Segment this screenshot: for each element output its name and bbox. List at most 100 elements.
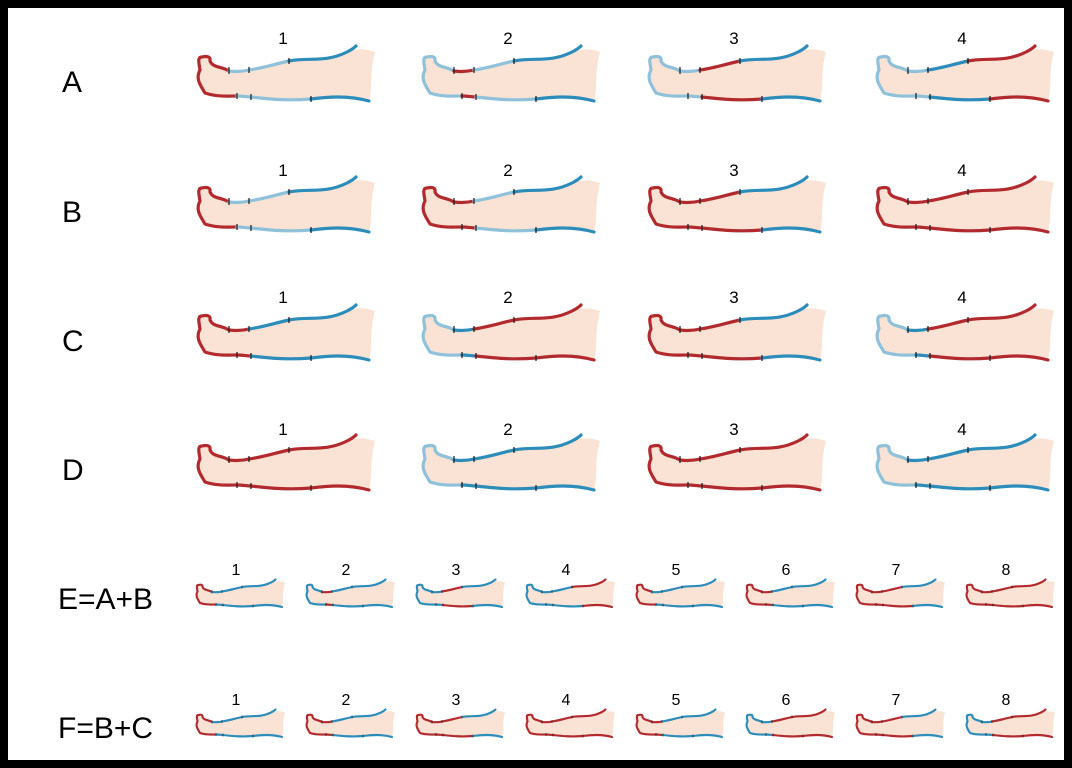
leg-skin: [856, 581, 945, 607]
leg-segment-upper_calf: [570, 578, 607, 589]
leg-segment-ankle: [870, 590, 884, 594]
leg-number: 5: [672, 562, 681, 579]
leg-segment-foot: [525, 583, 548, 606]
leg-segment-upper_calf: [309, 226, 371, 234]
leg-segment-lower_calf: [661, 733, 695, 738]
leg-segment-lower_calf: [220, 585, 244, 593]
leg-segment-upper_calf: [534, 354, 596, 362]
leg-number: 1: [278, 420, 287, 439]
leg-figure: [647, 175, 826, 234]
leg-skin: [856, 711, 945, 737]
leg-segment-lower_calf: [926, 59, 970, 72]
leg-figure: [421, 433, 600, 492]
leg-figure: [965, 708, 1055, 739]
leg-skin: [966, 711, 1055, 737]
leg-segment-ankle: [914, 225, 932, 230]
leg-segment-ankle: [906, 68, 930, 74]
leg-segment-ankle: [870, 720, 884, 724]
leg-number: 6: [782, 692, 791, 709]
leg-segment-foot: [647, 54, 690, 98]
leg-segment-upper_calf: [738, 44, 809, 63]
leg-figure: [415, 578, 505, 609]
leg-segment-ankle: [686, 225, 704, 230]
leg-segment-lower_calf: [926, 190, 970, 203]
leg-segment-lower_calf: [550, 715, 574, 723]
leg-segment-upper_calf: [581, 733, 614, 739]
leg-number: 1: [232, 692, 241, 709]
leg-segment-ankle: [760, 720, 774, 724]
leg-segment-ankle: [460, 353, 478, 358]
leg-segment-upper_calf: [790, 708, 827, 719]
leg-segment-ankle: [452, 457, 476, 463]
leg-segment-lower_calf: [926, 318, 970, 331]
leg-segment-upper_calf: [738, 175, 809, 194]
leg-segment-foot: [965, 583, 988, 606]
leg-segment-ankle: [678, 457, 702, 463]
leg-segment-ankle: [452, 68, 476, 74]
leg-segment-lower_calf: [928, 95, 992, 102]
leg-segment-lower_calf: [249, 354, 313, 361]
leg-segment-foot: [305, 583, 328, 606]
leg-number: 2: [503, 420, 512, 439]
leg-segment-upper_calf: [738, 433, 809, 452]
leg-number: 8: [1002, 692, 1011, 709]
leg-segment-lower_calf: [472, 318, 516, 331]
leg-segment-ankle: [760, 590, 774, 594]
leg-segment-ankle: [227, 199, 251, 205]
leg-figure: [196, 175, 375, 234]
leg-segment-ankle: [678, 68, 702, 74]
leg-segment-upper_calf: [691, 733, 724, 739]
leg-segment-upper_calf: [581, 603, 614, 609]
leg-number: 3: [729, 161, 738, 180]
leg-segment-lower_calf: [472, 59, 516, 72]
leg-number: 5: [672, 692, 681, 709]
leg-segment-lower_calf: [698, 190, 742, 203]
leg-segment-foot: [875, 185, 918, 229]
leg-figure: [421, 44, 600, 103]
leg-segment-lower_calf: [770, 715, 794, 723]
leg-segment-lower_calf: [771, 733, 805, 738]
leg-number: 4: [957, 288, 966, 307]
leg-segment-upper_calf: [911, 733, 944, 739]
leg-segment-upper_calf: [966, 303, 1037, 322]
leg-segment-foot: [421, 185, 464, 229]
leg-segment-lower_calf: [440, 585, 464, 593]
leg-segment-ankle: [210, 590, 224, 594]
leg-segment-foot: [647, 313, 690, 357]
leg-segment-lower_calf: [700, 484, 764, 491]
leg-segment-upper_calf: [988, 354, 1050, 362]
leg-segment-lower_calf: [880, 585, 904, 593]
leg-figure: [421, 303, 600, 362]
leg-segment-lower_calf: [220, 715, 244, 723]
leg-skin: [636, 711, 725, 737]
leg-segment-lower_calf: [472, 190, 516, 203]
leg-segment-upper_calf: [680, 708, 717, 719]
leg-segment-ankle: [678, 327, 702, 333]
leg-figure: [855, 578, 945, 609]
leg-segment-lower_calf: [331, 733, 365, 738]
leg-segment-upper_calf: [361, 733, 394, 739]
leg-number: 3: [729, 288, 738, 307]
leg-figure: [745, 578, 835, 609]
leg-number: 4: [957, 29, 966, 48]
leg-segment-lower_calf: [880, 715, 904, 723]
leg-skin: [198, 308, 375, 360]
leg-segment-ankle: [906, 327, 930, 333]
leg-segment-lower_calf: [221, 733, 255, 738]
leg-segment-upper_calf: [760, 95, 822, 103]
leg-segment-foot: [196, 443, 239, 487]
leg-segment-foot: [195, 713, 218, 736]
leg-number: 4: [957, 420, 966, 439]
leg-skin: [649, 438, 826, 490]
leg-segment-lower_calf: [249, 226, 313, 233]
leg-segment-foot: [196, 185, 239, 229]
leg-skin: [877, 308, 1054, 360]
leg-segment-lower_calf: [550, 585, 574, 593]
leg-segment-upper_calf: [760, 226, 822, 234]
leg-figure: [875, 44, 1054, 103]
leg-number: 1: [278, 161, 287, 180]
leg-segment-lower_calf: [331, 603, 365, 608]
leg-number: 6: [782, 562, 791, 579]
